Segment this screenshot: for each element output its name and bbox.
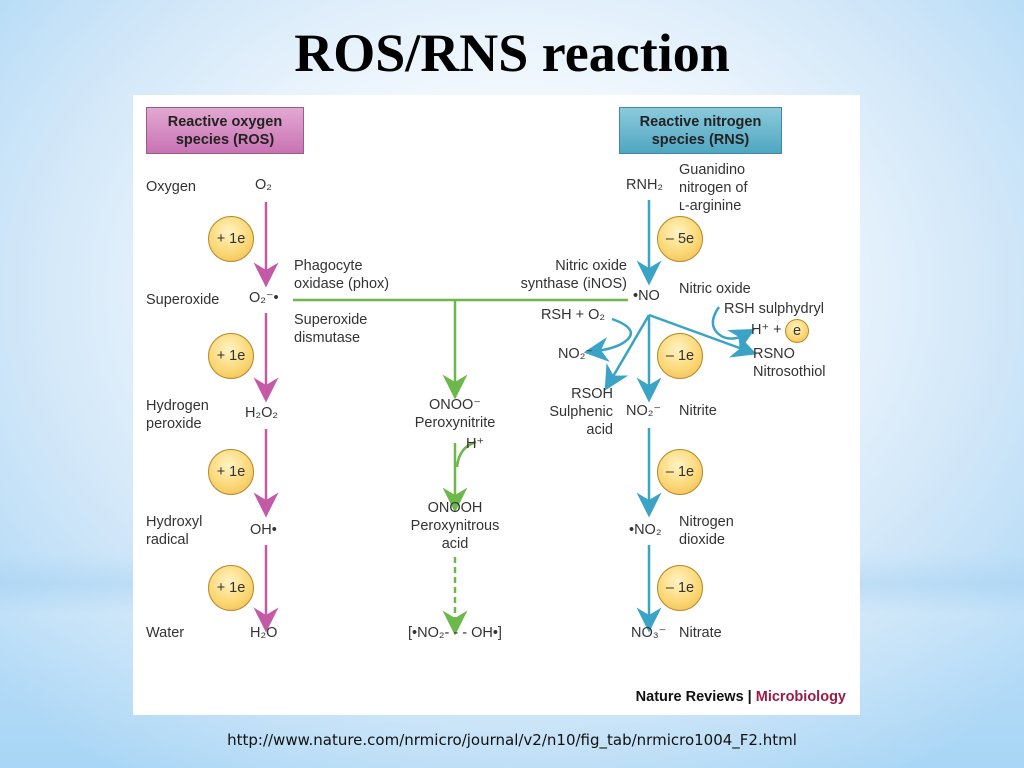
- ros-name-hydroxyl-radical: Hydroxyl radical: [146, 513, 202, 549]
- inos-line1: Nitric oxide: [555, 258, 627, 274]
- rsh-sulphydryl-label: RSH sulphydryl: [724, 301, 824, 317]
- sod-line2: dismutase: [294, 330, 361, 346]
- credit-section: Microbiology: [755, 689, 846, 705]
- rns-header-line2: species (RNS): [651, 132, 750, 148]
- ros-rns-diagram: Reactive oxygen species (ROS) Reactive n…: [133, 95, 860, 715]
- decomposition-products: [•NO₂- - - OH•]: [408, 625, 502, 641]
- sulphenic-acid-label: RSOH Sulphenic acid: [513, 385, 613, 439]
- guanidino-line1: Guanidino: [679, 162, 746, 178]
- ros-formula-o2: O₂: [255, 177, 272, 193]
- rns-formula-no2-radical: •NO₂: [629, 522, 662, 538]
- h-plus-e-label: H⁺ +: [751, 322, 782, 338]
- rsno-label: RSNO Nitrosothiol: [753, 345, 826, 381]
- ros-name-water: Water: [146, 625, 185, 641]
- rsoh-name-line1: Sulphenic: [549, 404, 613, 420]
- rns-formula-no3: NO₃⁻: [631, 625, 667, 641]
- guanidino-label: Guanidino nitrogen of ʟ-arginine: [679, 161, 748, 215]
- guanidino-line2: nitrogen of: [679, 180, 748, 196]
- source-url[interactable]: http://www.nature.com/nrmicro/journal/v2…: [227, 731, 797, 749]
- ros-formula-h2o: H₂O: [250, 625, 278, 641]
- onoo-formula: ONOO⁻: [429, 397, 481, 413]
- ros-header: Reactive oxygen species (ROS): [146, 107, 304, 154]
- sod-label: Superoxide dismutase: [294, 311, 367, 347]
- sod-line1: Superoxide: [294, 312, 368, 328]
- rns-formula-no: •NO: [633, 288, 660, 304]
- reaction-arrows: [253, 200, 757, 636]
- rsno-formula: RSNO: [753, 346, 795, 362]
- ros-name-line2: peroxide: [146, 416, 202, 432]
- inos-line2: synthase (iNOS): [520, 276, 627, 292]
- ros-name-line1: Hydrogen: [146, 398, 209, 414]
- ros-formula-superoxide: O₂⁻•: [249, 290, 279, 306]
- inos-label: Nitric oxide synthase (iNOS): [493, 257, 627, 293]
- rsoh-name-line2: acid: [586, 422, 613, 438]
- ros-name-line2: radical: [146, 532, 189, 548]
- electron-badge: e: [785, 319, 809, 343]
- phox-label: Phagocyte oxidase (phox): [294, 257, 389, 293]
- ros-name-oxygen: Oxygen: [146, 179, 196, 195]
- electron-gain-badge: + 1e: [208, 333, 254, 379]
- ros-header-line2: species (ROS): [175, 132, 275, 148]
- rns-header-line1: Reactive nitrogen: [639, 114, 762, 130]
- electron-loss-badge: – 1e: [657, 449, 703, 495]
- electron-gain-badge: + 1e: [208, 449, 254, 495]
- guanidino-line3: ʟ-arginine: [679, 198, 742, 214]
- proton-label: H⁺: [466, 436, 485, 452]
- ros-name-line1: Hydroxyl: [146, 514, 203, 530]
- nitric-oxide-name: Nitric oxide: [679, 281, 751, 297]
- onooh-name-line2: acid: [441, 536, 469, 552]
- onooh-formula: ONOOH: [427, 500, 483, 516]
- rns-formula-rnh2: RNH₂: [626, 177, 664, 193]
- nitrite-name: Nitrite: [679, 403, 717, 419]
- ros-formula-h2o2: H₂O₂: [245, 405, 279, 421]
- peroxynitrite-label: ONOO⁻ Peroxynitrite: [395, 396, 515, 432]
- phox-line1: Phagocyte: [294, 258, 363, 274]
- electron-gain-badge: + 1e: [208, 216, 254, 262]
- electron-loss-badge: – 5e: [657, 216, 703, 262]
- nitrogen-dioxide-name: Nitrogen dioxide: [679, 513, 734, 549]
- rsh-o2-label: RSH + O₂: [540, 307, 605, 323]
- ros-name-superoxide: Superoxide: [146, 292, 220, 308]
- figure-credit: Nature Reviews | Microbiology: [636, 689, 846, 705]
- onoo-name: Peroxynitrite: [414, 415, 496, 431]
- slide-title: ROS/RNS reaction: [294, 23, 730, 83]
- rsoh-formula: RSOH: [571, 386, 613, 402]
- onooh-name-line1: Peroxynitrous: [410, 518, 500, 534]
- rsno-name: Nitrosothiol: [753, 364, 826, 380]
- rns-formula-no2-minus: NO₂⁻: [626, 403, 662, 419]
- no2-name-line2: dioxide: [679, 532, 725, 548]
- no2-name-line1: Nitrogen: [679, 514, 734, 530]
- electron-loss-badge: – 1e: [657, 565, 703, 611]
- rns-header: Reactive nitrogen species (RNS): [619, 107, 782, 154]
- credit-journal: Nature Reviews |: [635, 689, 752, 705]
- peroxynitrous-acid-label: ONOOH Peroxynitrous acid: [385, 499, 525, 553]
- electron-loss-badge: – 1e: [657, 333, 703, 379]
- phox-line2: oxidase (phox): [294, 276, 390, 292]
- electron-gain-badge: + 1e: [208, 565, 254, 611]
- ros-formula-oh: OH•: [250, 522, 277, 538]
- ros-name-hydrogen-peroxide: Hydrogen peroxide: [146, 397, 209, 433]
- nitrate-name: Nitrate: [679, 625, 722, 641]
- side-nitrite-label: NO₂⁻: [557, 346, 593, 362]
- ros-header-line1: Reactive oxygen: [167, 114, 283, 130]
